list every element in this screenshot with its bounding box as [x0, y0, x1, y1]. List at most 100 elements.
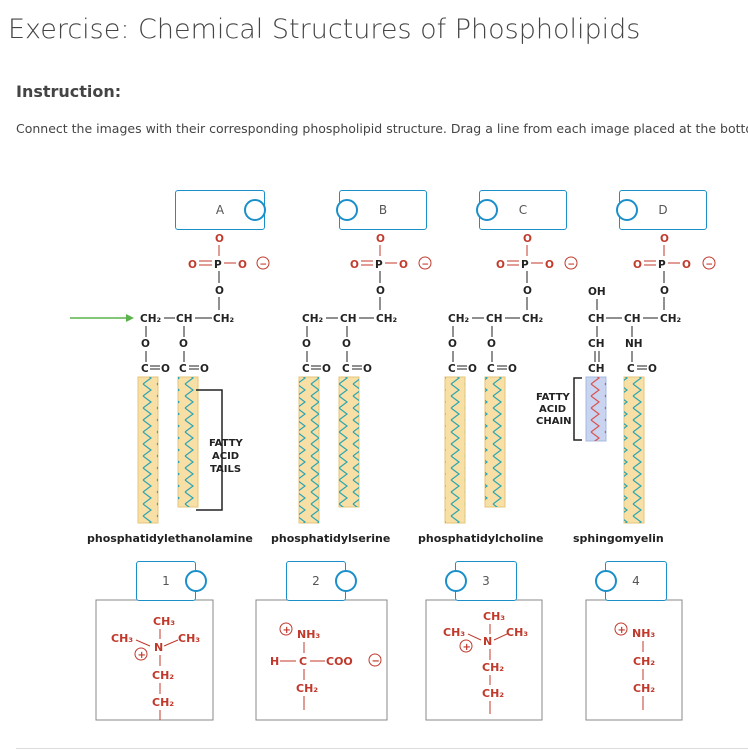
source-label: 3: [482, 574, 490, 588]
card-choline-2: [425, 599, 543, 721]
atom-o: O: [342, 338, 351, 350]
positive-charge-icon: [134, 647, 148, 661]
target-label: C: [518, 203, 528, 217]
card-choline-1: [95, 599, 214, 721]
atom-o: O: [215, 233, 224, 245]
group-coo: COO: [326, 655, 353, 668]
negative-charge-icon: [368, 653, 382, 667]
head-group-ethanolamine: + NH₃ CH₂ CH₂: [614, 622, 655, 710]
atom-o: O: [302, 338, 311, 350]
molecule-name: phosphatidylcholine: [418, 532, 544, 545]
atom-o: O: [633, 259, 642, 271]
target-label: D: [658, 203, 668, 217]
connector-knob[interactable]: [476, 199, 498, 221]
group-ch3: CH₃: [443, 626, 465, 639]
molecule-name: sphingomyelin: [573, 532, 664, 545]
fatty-acid-chain-label: ACID: [539, 404, 566, 415]
molecule-name: phosphatidylethanolamine: [87, 532, 253, 545]
charge-minus: −: [260, 260, 268, 270]
group-nh3: NH₃: [632, 627, 655, 640]
fatty-acid-tails-label: ACID: [212, 451, 239, 462]
atom-p: P: [521, 259, 529, 271]
fatty-acid-chain-label: FATTY: [536, 392, 571, 403]
group-ch: CH: [588, 313, 605, 325]
atom-o: O: [376, 285, 385, 297]
molecule-name: phosphatidylserine: [271, 532, 390, 545]
page-title: Exercise: Chemical Structures of Phospho…: [8, 14, 641, 45]
group-ch: CH: [588, 338, 605, 350]
atom-o: O: [660, 285, 669, 297]
source-box-1[interactable]: 1: [136, 561, 196, 601]
card-serine: [255, 599, 388, 721]
connector-knob[interactable]: [445, 570, 467, 592]
atom-o: O: [188, 259, 197, 271]
atom-o: O: [238, 259, 247, 271]
connector-knob[interactable]: [616, 199, 638, 221]
charge-plus: +: [618, 625, 626, 636]
group-ch2: CH₂: [448, 313, 469, 325]
atom-o: O: [200, 363, 209, 375]
atom-c: C: [487, 363, 495, 375]
atom-o: O: [508, 363, 517, 375]
atom-o: O: [660, 233, 669, 245]
group-nh: NH: [625, 338, 643, 350]
group-ch2: CH₂: [152, 669, 174, 682]
atom-o: O: [496, 259, 505, 271]
atom-o: O: [523, 233, 532, 245]
atom-o: O: [682, 259, 691, 271]
head-group-serine: + NH₃ H C COO − CH₂: [270, 622, 382, 710]
target-label: A: [215, 203, 225, 217]
atom-o: O: [399, 259, 408, 271]
card-ethanolamine: [585, 599, 683, 721]
atom-p: P: [658, 259, 666, 271]
target-box-c[interactable]: C: [479, 190, 567, 230]
group-ch2: CH₂: [482, 661, 504, 674]
connector-knob[interactable]: [595, 570, 617, 592]
group-ch3: CH₃: [483, 610, 505, 623]
atom-c: C: [448, 363, 456, 375]
atom-o: O: [322, 363, 331, 375]
connector-knob[interactable]: [244, 199, 266, 221]
connector-knob[interactable]: [335, 570, 357, 592]
source-label: 2: [312, 574, 320, 588]
fatty-acid-tails-label: TAILS: [210, 464, 241, 475]
charge-minus: −: [372, 656, 380, 667]
atom-o: O: [648, 363, 657, 375]
connector-knob[interactable]: [336, 199, 358, 221]
group-ch2: CH₂: [140, 313, 161, 325]
group-ch3: CH₃: [506, 626, 528, 639]
group-ch2: CH₂: [660, 313, 681, 325]
atom-o: O: [448, 338, 457, 350]
group-ch: CH: [624, 313, 641, 325]
charge-minus: −: [568, 260, 576, 270]
head-group-choline: CH₃ CH₃ N CH₃ + CH₂ CH₂: [111, 615, 200, 720]
group-ch2: CH₂: [376, 313, 397, 325]
atom-o: O: [141, 338, 150, 350]
atom-c: C: [141, 363, 149, 375]
group-ch3: CH₃: [178, 632, 200, 645]
atom-o: O: [545, 259, 554, 271]
group-ch: CH: [340, 313, 357, 325]
atom-o: O: [468, 363, 477, 375]
group-ch3: CH₃: [111, 632, 133, 645]
instruction-heading: Instruction:: [16, 82, 122, 101]
divider: [16, 748, 748, 749]
source-label: 1: [162, 574, 170, 588]
group-ch3: CH₃: [153, 615, 175, 628]
target-label: B: [378, 203, 388, 217]
group-ch2: CH₂: [296, 682, 318, 695]
molecule-phosphatidylethanolamine: O O P O − O CH₂ CH CH₂ O O C O C O FATTY: [87, 233, 270, 545]
atom-h: H: [270, 655, 279, 668]
fatty-acid-tails-label: FATTY: [209, 438, 244, 449]
atom-o: O: [179, 338, 188, 350]
connector-knob[interactable]: [185, 570, 207, 592]
atom-c: C: [299, 655, 307, 668]
fatty-acid-chain-label: CHAIN: [536, 416, 572, 427]
atom-c: C: [302, 363, 310, 375]
group-ch2: CH₂: [633, 655, 655, 668]
group-ch2: CH₂: [302, 313, 323, 325]
atom-c: C: [179, 363, 187, 375]
molecule-phosphatidylcholine: O O P O − O CH₂ CH CH₂ O O C O C O FATTY…: [418, 233, 582, 545]
negative-charge-icon: [418, 256, 432, 270]
